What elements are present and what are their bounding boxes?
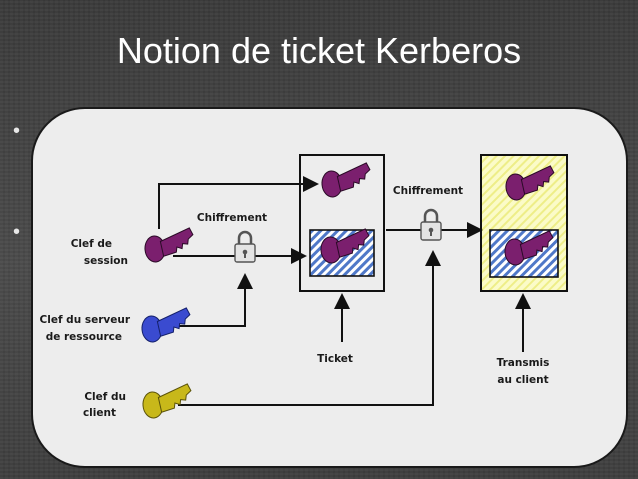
client-key-label-line2: client bbox=[83, 407, 116, 419]
ticket-label: Ticket bbox=[317, 353, 353, 365]
kerberos-ticket-diagram: Clef de session Clef du serveur de resso… bbox=[40, 154, 568, 420]
session-key-arrow-top bbox=[158, 176, 319, 229]
lock-icon bbox=[419, 208, 443, 242]
transmitted-label-line2: au client bbox=[497, 374, 548, 386]
encryption-label: Chiffrement bbox=[393, 185, 463, 197]
session-key-icon bbox=[142, 227, 196, 264]
bullet-marker: • bbox=[13, 221, 21, 243]
client-key-icon bbox=[140, 383, 194, 420]
encryption-label: Chiffrement bbox=[197, 212, 267, 224]
slide-title: Notion de ticket Kerberos bbox=[116, 30, 522, 71]
ticket-box bbox=[299, 154, 385, 292]
diagram-panel: Clef de session Clef du serveur de resso… bbox=[31, 107, 628, 468]
client-key-label-line1: Clef du bbox=[84, 391, 126, 403]
lock-icon bbox=[233, 230, 257, 264]
server-key-arrow bbox=[178, 273, 253, 327]
transmitted-label-line1: Transmis bbox=[497, 357, 550, 369]
server-key-label-line1: Clef du serveur bbox=[40, 314, 131, 326]
session-key-icon bbox=[319, 162, 373, 199]
client-key-arrow bbox=[178, 250, 441, 406]
session-key-label-line2: session bbox=[84, 255, 128, 267]
session-key-label-line1: Clef de bbox=[71, 238, 112, 250]
bullet-marker: • bbox=[13, 120, 21, 142]
server-key-label-line2: de ressource bbox=[46, 331, 122, 343]
